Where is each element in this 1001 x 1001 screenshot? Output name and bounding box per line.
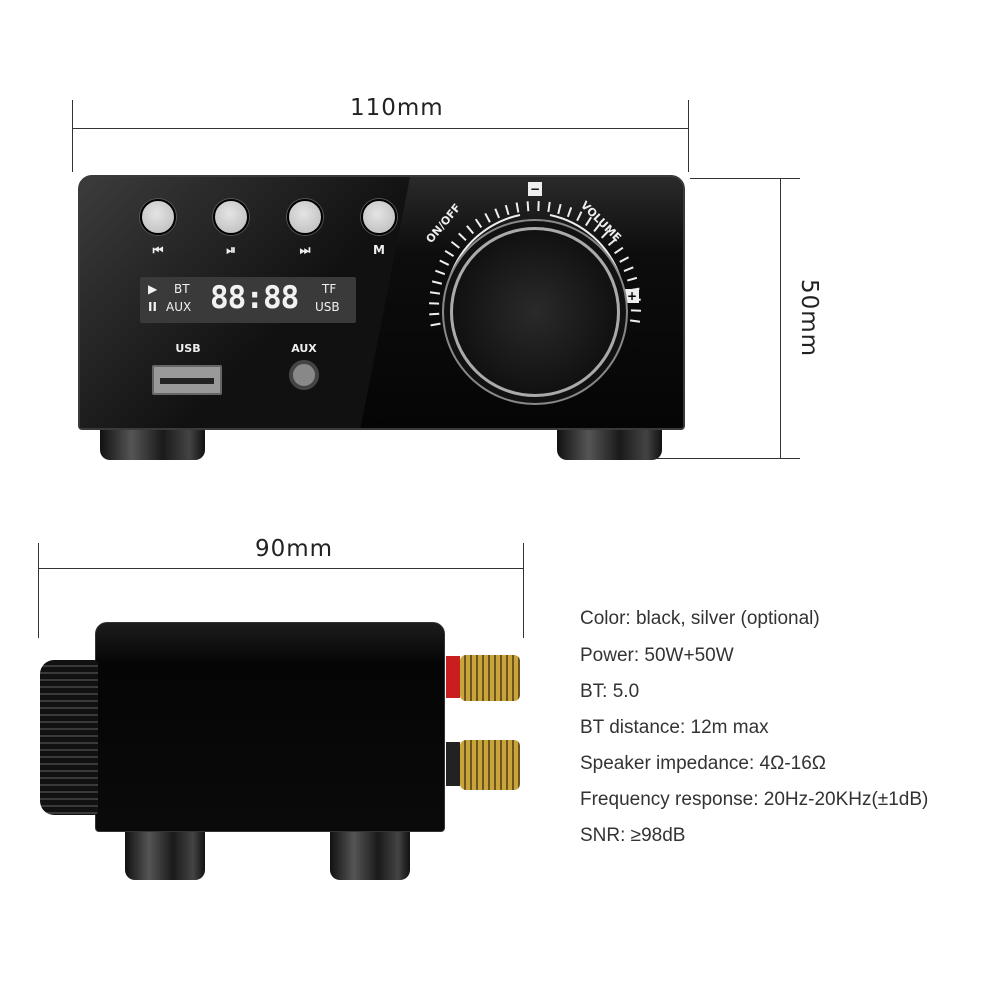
- spec-frequency-response: Frequency response: 20Hz-20KHz(±1dB): [580, 789, 929, 810]
- side-volume-knob[interactable]: [40, 660, 98, 815]
- dial-tick: [600, 230, 610, 239]
- width-tick-left: [72, 100, 73, 172]
- side-foot-right: [330, 825, 410, 880]
- dial-tick: [429, 312, 440, 316]
- depth-label: 90mm: [255, 536, 334, 562]
- dial-tick: [504, 204, 510, 215]
- depth-tick-right: [523, 543, 524, 638]
- depth-tick-left: [38, 543, 39, 638]
- width-dimension-line: [72, 128, 688, 129]
- dial-tick: [515, 202, 520, 213]
- usb-port-label: USB: [175, 342, 201, 355]
- next-button[interactable]: [287, 199, 323, 235]
- dial-tick: [458, 232, 467, 242]
- width-tick-right: [688, 100, 689, 172]
- dial-tick: [547, 201, 551, 213]
- dial-tick: [557, 203, 562, 215]
- depth-dimension-line: [38, 568, 523, 569]
- dial-tick: [593, 222, 602, 232]
- volume-minus-icon: −: [528, 182, 542, 196]
- spec-power: Power: 50W+50W: [580, 645, 734, 666]
- spec-bt-distance: BT distance: 12m max: [580, 717, 769, 738]
- usb-port[interactable]: [152, 365, 222, 395]
- dial-tick: [444, 249, 455, 257]
- dial-tick: [585, 216, 593, 227]
- bt-indicator: BT: [174, 282, 190, 296]
- spec-bt-version: BT: 5.0: [580, 681, 640, 702]
- dial-tick: [619, 256, 630, 263]
- side-foot-left: [125, 825, 205, 880]
- aux-port-label: AUX: [291, 342, 317, 355]
- height-dimension-line: [780, 178, 781, 458]
- dial-tick: [474, 218, 483, 228]
- aux-jack[interactable]: [289, 360, 319, 390]
- black-speaker-terminal[interactable]: [460, 740, 520, 790]
- dial-tick: [607, 238, 617, 247]
- volume-dial-scale: [429, 201, 641, 327]
- red-terminal-collar: [446, 656, 460, 698]
- spec-snr: SNR: ≥98dB: [580, 825, 686, 846]
- volume-plus-icon: +: [625, 289, 639, 303]
- width-label: 110mm: [350, 95, 444, 121]
- lcd-display: ▶ II BT AUX 88:88 TF USB: [140, 277, 356, 323]
- black-terminal-collar: [446, 742, 460, 786]
- prev-icon: ⏮: [152, 243, 164, 257]
- spec-impedance: Speaker impedance: 4Ω-16Ω: [580, 753, 826, 774]
- dial-tick: [484, 212, 491, 223]
- dial-tick: [431, 280, 443, 285]
- play-indicator: ▶: [148, 282, 158, 296]
- red-speaker-terminal[interactable]: [460, 655, 520, 701]
- dial-tick: [430, 322, 441, 327]
- mode-button[interactable]: [361, 199, 397, 235]
- tf-indicator: TF: [322, 282, 337, 296]
- dial-tick: [526, 201, 530, 212]
- dial-tick: [566, 207, 573, 218]
- height-tick-bottom: [640, 458, 800, 459]
- dial-tick: [439, 259, 450, 266]
- height-label: 50mm: [796, 278, 823, 358]
- amplifier-front-view: ⏮ ⏯ ⏭ M ▶ II BT AUX 88:88 TF USB USB AUX…: [78, 175, 685, 430]
- prev-button[interactable]: [140, 199, 176, 235]
- pause-indicator: II: [148, 300, 157, 314]
- dial-tick: [494, 208, 500, 219]
- dial-tick: [576, 211, 583, 222]
- next-icon: ⏭: [299, 243, 311, 257]
- amplifier-side-view: [95, 622, 445, 832]
- dial-tick: [614, 246, 624, 255]
- spec-color: Color: black, silver (optional): [580, 608, 820, 629]
- dial-tick: [435, 269, 446, 276]
- dial-tick: [466, 225, 475, 235]
- mode-label: M: [373, 243, 385, 257]
- aux-indicator: AUX: [166, 300, 192, 314]
- dial-tick: [429, 291, 441, 295]
- dial-tick: [623, 266, 634, 272]
- volume-knob[interactable]: [450, 227, 620, 397]
- play-pause-icon: ⏯: [226, 243, 236, 257]
- dial-tick: [627, 276, 638, 282]
- usb-indicator: USB: [315, 300, 340, 314]
- play-pause-button[interactable]: [213, 199, 249, 235]
- dial-tick: [450, 240, 460, 249]
- dial-tick: [629, 319, 641, 323]
- lcd-digits: 88:88: [210, 280, 299, 316]
- height-tick-top: [690, 178, 800, 179]
